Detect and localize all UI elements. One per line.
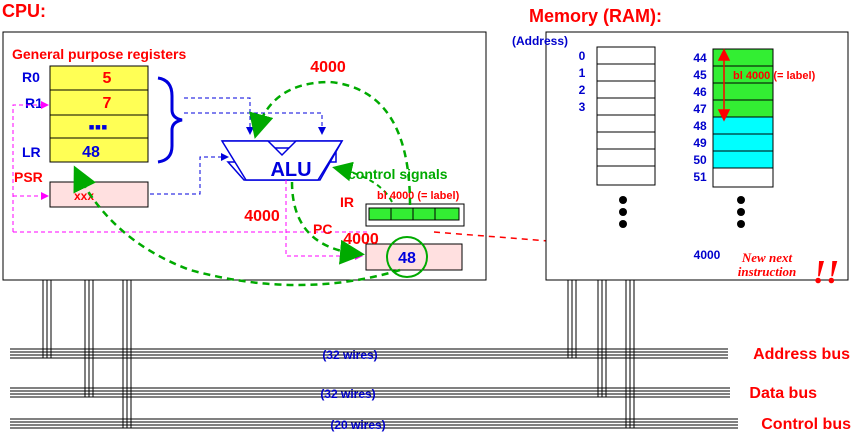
register-lr-name: LR xyxy=(22,144,41,160)
register-file xyxy=(49,65,149,163)
pc-name: PC xyxy=(313,221,332,237)
flow-label-pc: 4000 xyxy=(343,231,379,248)
cpu-title: CPU: xyxy=(2,1,46,21)
register-ellipsis: ▪▪▪ xyxy=(88,117,107,137)
gpr-title: General purpose registers xyxy=(12,46,187,62)
exclamation-marks: !! xyxy=(813,254,839,291)
address-3: 3 xyxy=(579,100,586,114)
address-2: 2 xyxy=(579,83,586,97)
bus-lines xyxy=(10,280,738,429)
pc-value: 48 xyxy=(398,250,416,267)
register-to-alu-paths xyxy=(150,97,326,195)
instruction-span-arrow xyxy=(717,48,731,122)
bus-labels: (32 wires) Address bus (32 wires) Data b… xyxy=(320,346,851,433)
memory-bl-note: bl 4000 (= label) xyxy=(733,70,816,82)
data-bus-label: Data bus xyxy=(749,385,817,402)
address-47: 47 xyxy=(693,102,707,116)
address-1: 1 xyxy=(579,66,586,80)
address-50: 50 xyxy=(693,153,707,167)
ir-instruction: bl 4000 (= label) xyxy=(377,190,460,202)
register-lr-value: 48 xyxy=(82,144,100,161)
memory-title: Memory (RAM): xyxy=(529,6,662,26)
memory-high-cells xyxy=(712,48,774,188)
address-column-label: (Address) xyxy=(512,34,568,48)
memory-low-cells xyxy=(596,46,656,186)
pc-highlight-circle xyxy=(386,236,428,278)
ir-instruction-bits xyxy=(368,207,460,221)
address-bus-wires: (32 wires) xyxy=(322,348,377,362)
control-signals-label: control signals xyxy=(348,166,448,182)
new-next-line2: instruction xyxy=(738,264,797,279)
address-bus-label: Address bus xyxy=(753,346,850,363)
branch-flow-arrows xyxy=(73,80,412,287)
memory-low-ellipsis xyxy=(619,196,627,228)
register-r1-value: 7 xyxy=(103,95,112,112)
address-44: 44 xyxy=(693,51,707,65)
psr-name: PSR xyxy=(14,169,43,185)
address-48: 48 xyxy=(693,119,707,133)
control-signals-arrow xyxy=(332,161,393,203)
flow-label-left: 4000 xyxy=(244,208,280,225)
alu-label: ALU xyxy=(270,159,311,181)
data-bus-wires: (32 wires) xyxy=(320,387,375,401)
memory-high-ellipsis xyxy=(737,196,745,228)
address-0: 0 xyxy=(579,49,586,63)
psr-register xyxy=(49,181,149,208)
control-bus-wires: (20 wires) xyxy=(330,418,385,432)
pc-register xyxy=(365,243,463,271)
register-r0-name: R0 xyxy=(22,69,40,85)
address-49: 49 xyxy=(693,136,707,150)
flow-label-top: 4000 xyxy=(310,59,346,76)
address-51: 51 xyxy=(693,170,707,184)
control-bus-label: Control bus xyxy=(761,416,851,433)
memory-box xyxy=(545,31,849,281)
address-45: 45 xyxy=(693,68,707,82)
ir-name: IR xyxy=(340,194,354,210)
new-next-line1: New next xyxy=(741,250,793,265)
address-46: 46 xyxy=(693,85,707,99)
register-brace xyxy=(157,76,183,164)
register-r0-value: 5 xyxy=(103,70,112,87)
target-address: 4000 xyxy=(694,248,721,262)
register-r1-name: R1 xyxy=(25,95,43,111)
